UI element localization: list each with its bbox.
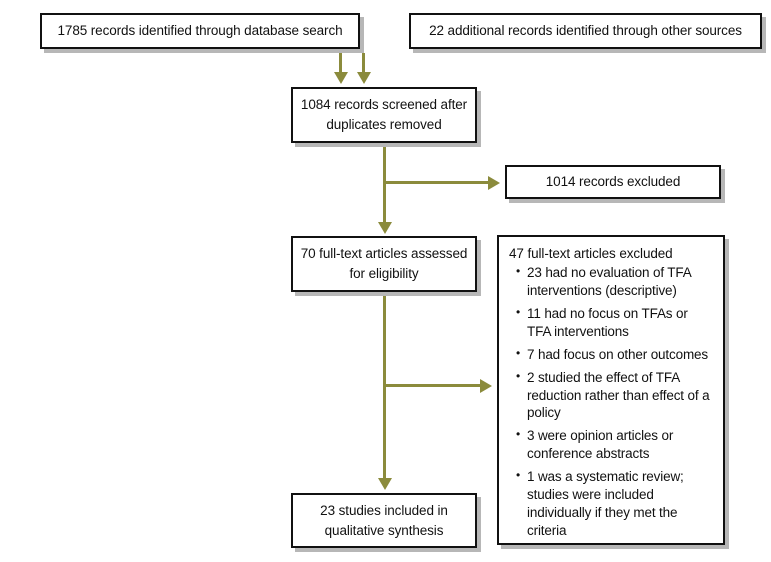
arrowhead-screened-to-fulltext — [378, 222, 392, 234]
bullet-icon: • — [516, 368, 521, 383]
bullet-icon: • — [516, 263, 521, 278]
list-item: • 23 had no evaluation of TFA interventi… — [516, 264, 714, 300]
fulltext-excluded-reasons: • 23 had no evaluation of TFA interventi… — [509, 264, 714, 540]
list-item: • 2 studied the effect of TFA reduction … — [516, 369, 714, 423]
list-item: • 11 had no focus on TFAs or TFA interve… — [516, 305, 714, 341]
node-records-excluded: 1014 records excluded — [505, 165, 721, 199]
node-other-sources: 22 additional records identified through… — [409, 13, 762, 49]
bullet-icon: • — [516, 345, 521, 360]
list-item: • 1 was a systematic review; studies wer… — [516, 468, 714, 540]
list-item: • 7 had focus on other outcomes — [516, 346, 714, 364]
list-item-label: 7 had focus on other outcomes — [527, 346, 709, 362]
arrowhead-database-search-to-screened — [334, 72, 348, 84]
list-item-label: 23 had no evaluation of TFA intervention… — [527, 264, 691, 298]
bullet-icon: • — [516, 304, 521, 319]
bullet-icon: • — [516, 427, 521, 442]
connector-fulltext-to-included — [383, 296, 386, 480]
node-other-sources-label: 22 additional records identified through… — [429, 23, 742, 39]
node-records-screened-label: 1084 records screened after duplicates r… — [300, 97, 468, 132]
connector-database-search-to-screened — [339, 53, 342, 74]
node-studies-included: 23 studies included in qualitative synth… — [291, 493, 477, 548]
list-item-label: 3 were opinion articles or conference ab… — [527, 428, 674, 462]
list-item: • 3 were opinion articles or conference … — [516, 427, 714, 463]
connector-fulltext-to-exclusions — [383, 384, 481, 387]
connector-other-sources-to-screened — [362, 53, 365, 74]
node-database-search-label: 1785 records identified through database… — [57, 23, 343, 39]
node-studies-included-label: 23 studies included in qualitative synth… — [320, 502, 448, 538]
node-records-excluded-label: 1014 records excluded — [545, 174, 681, 190]
fulltext-excluded-heading: 47 full-text articles excluded — [509, 246, 673, 261]
arrowhead-other-sources-to-screened — [357, 72, 371, 84]
arrowhead-fulltext-to-exclusions — [480, 379, 492, 393]
list-item-label: 1 was a systematic review; studies were … — [527, 469, 684, 539]
node-fulltext-excluded-list: 47 full-text articles excluded • 23 had … — [497, 235, 725, 545]
list-item-label: 2 studied the effect of TFA reduction ra… — [527, 369, 710, 421]
arrowhead-screened-to-records-excluded — [488, 176, 500, 190]
connector-screened-to-fulltext — [383, 147, 386, 224]
list-item-label: 11 had no focus on TFAs or TFA intervent… — [527, 305, 688, 339]
node-database-search: 1785 records identified through database… — [40, 13, 360, 49]
node-records-screened: 1084 records screened after duplicates r… — [291, 87, 477, 143]
node-fulltext-assessed-label: 70 full-text articles assessed for eligi… — [300, 246, 468, 281]
bullet-icon: • — [516, 468, 521, 483]
node-fulltext-assessed: 70 full-text articles assessed for eligi… — [291, 236, 477, 292]
connector-screened-to-records-excluded — [383, 181, 489, 184]
arrowhead-fulltext-to-included — [378, 478, 392, 490]
